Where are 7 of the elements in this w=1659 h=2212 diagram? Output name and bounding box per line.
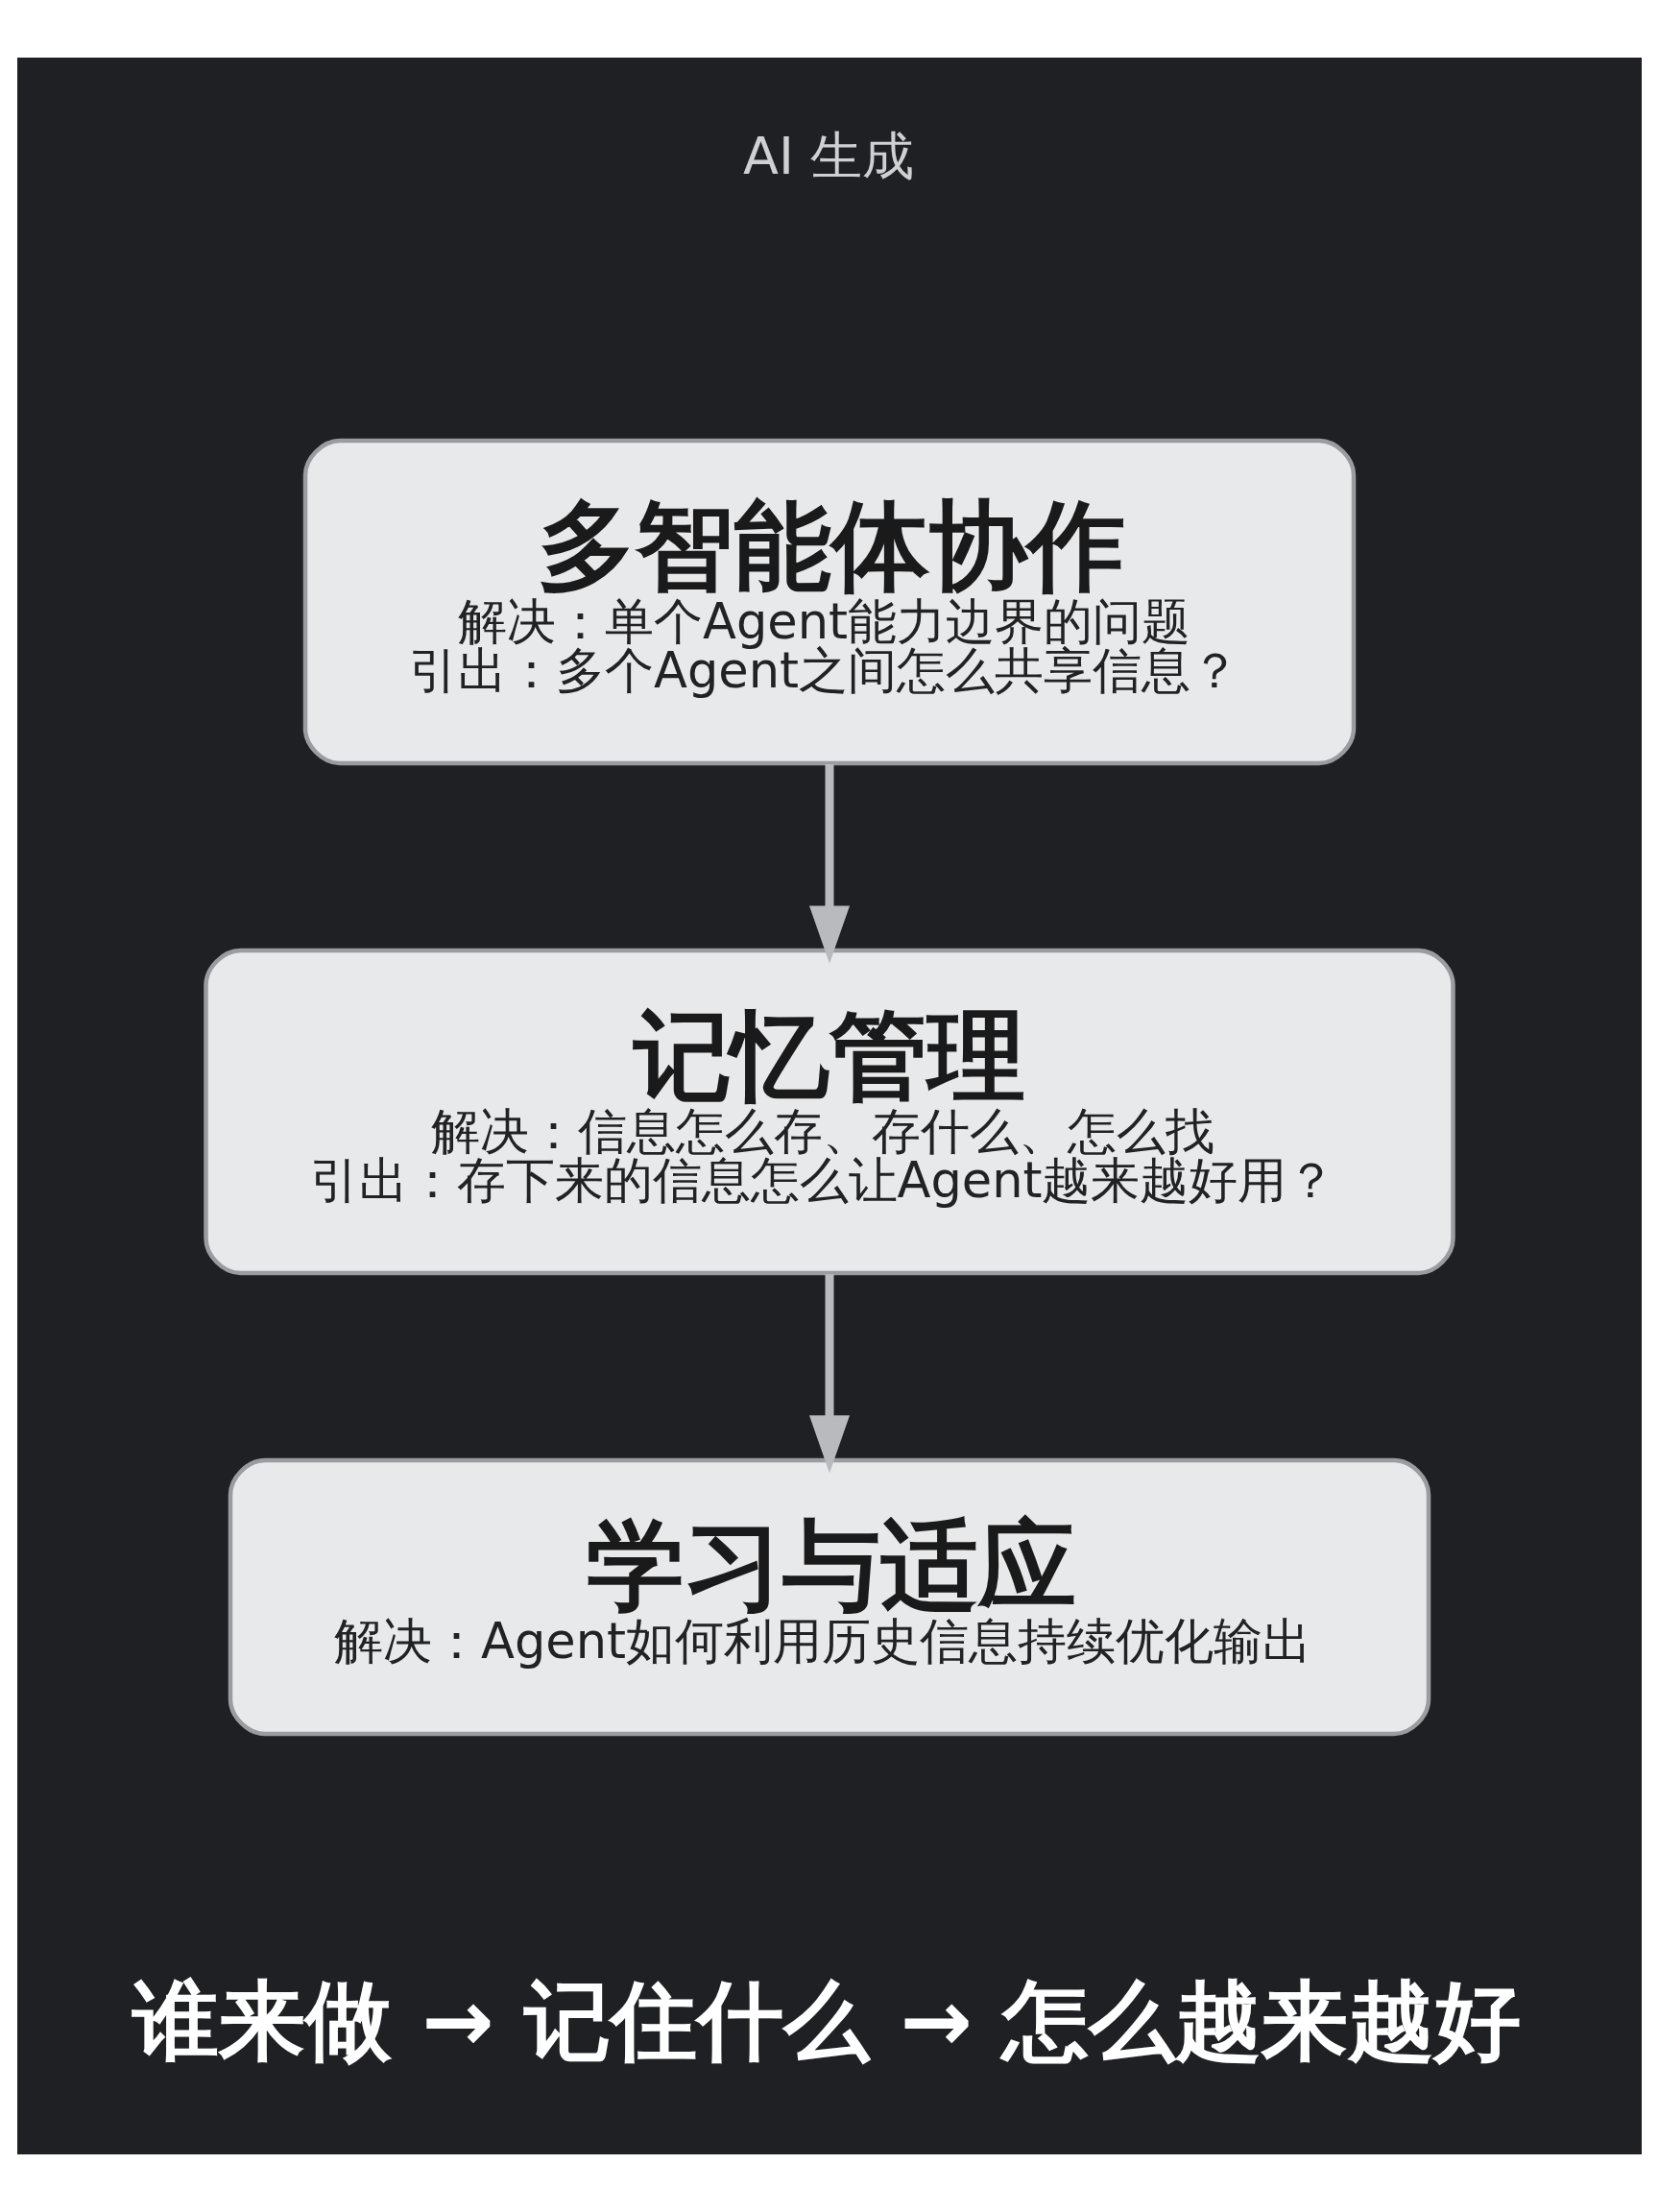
node-box: 多智能体协作 解决：单个Agent能力边界的问题 引出：多个Agent之间怎么共享信息？	[302, 438, 1357, 766]
label: 谁来做 → 记住什么 → 怎么越来越好	[132, 1970, 1522, 2071]
label: AI 生成	[743, 126, 915, 187]
node-box: 记忆管理 解决：信息怎么存、存什么、怎么找 引出：存下来的信息怎么让Agent越来越好用？	[204, 948, 1455, 1276]
arrow	[808, 1274, 851, 1474]
node-box: 学习与适应 解决：Agent如何利用历史信息持续优化输出	[228, 1457, 1431, 1737]
arrow	[808, 764, 851, 964]
